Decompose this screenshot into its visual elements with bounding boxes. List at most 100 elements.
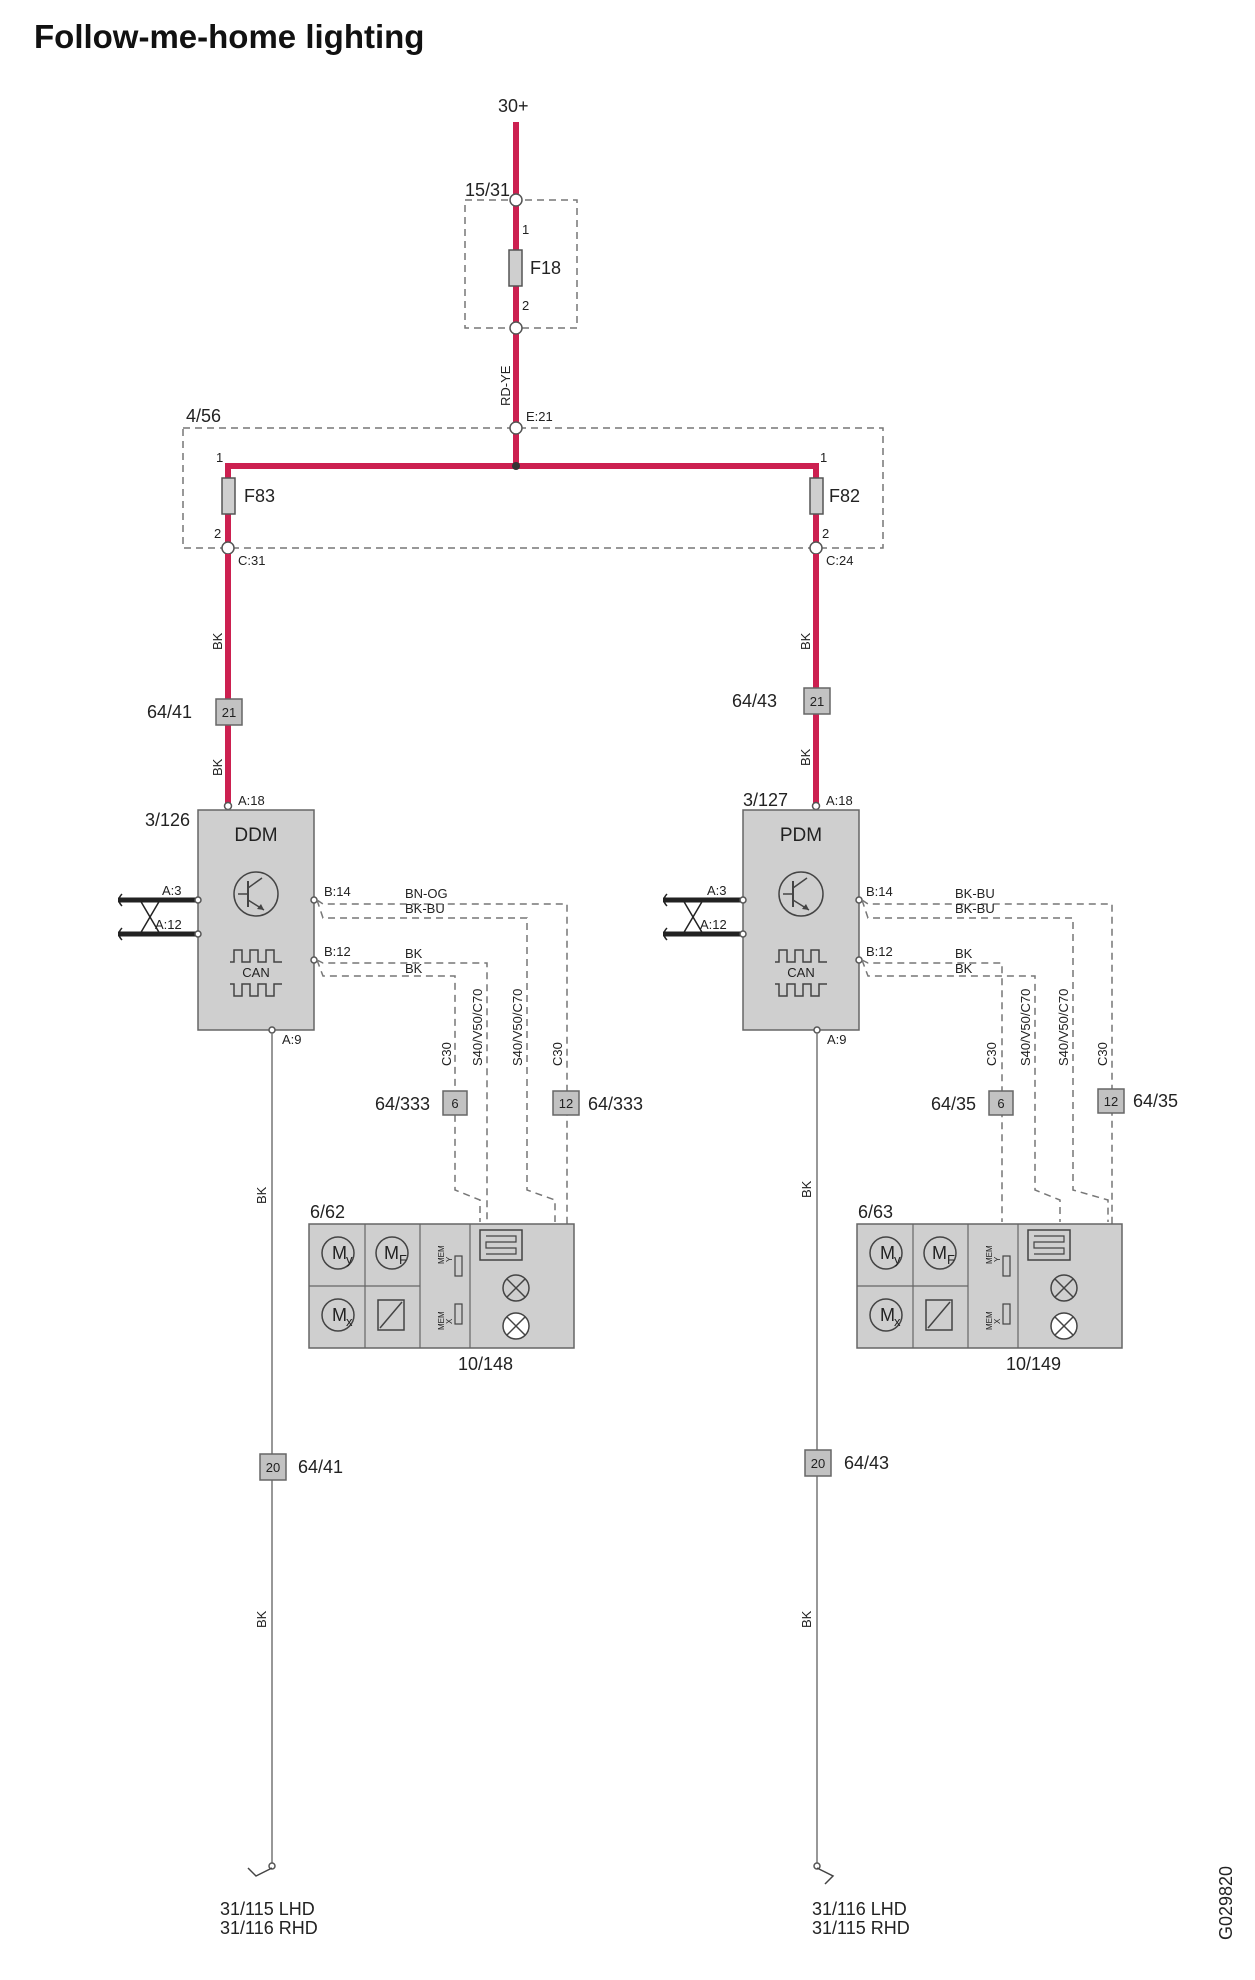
right-splice-21	[803, 687, 831, 715]
right-ground-splice-20	[804, 1449, 832, 1477]
right-motor-f-sub: F	[947, 1252, 955, 1267]
right-wire-w2	[861, 899, 1109, 1222]
right-mirror-dividers	[857, 1224, 1019, 1348]
ddm-pin-a18	[223, 801, 233, 811]
right-motor-y-icon	[869, 1236, 903, 1270]
pin-c24: C:24	[826, 553, 853, 568]
left-ground-color-1: BK	[254, 1186, 269, 1204]
right-variant-1: C30	[984, 1042, 999, 1066]
pdm-pin-b14	[855, 896, 863, 904]
fuse-f82-label: F82	[829, 486, 860, 506]
right-ground-color-2: BK	[799, 1610, 814, 1628]
pdm-pin-a9	[813, 1026, 821, 1034]
right-motor-f-icon	[923, 1236, 957, 1270]
can-signal-icon	[230, 949, 282, 997]
ddm-name: DDM	[234, 825, 277, 846]
fuse-f83-label: F83	[244, 486, 275, 506]
right-connector-6-num: 6	[997, 1096, 1004, 1111]
ddm-pin-a12	[194, 930, 202, 938]
fuse-f83	[221, 477, 236, 515]
right-heater-icon	[1027, 1229, 1071, 1261]
left-connector-12-num: 12	[559, 1096, 573, 1111]
right-wire-w3-label: BK	[955, 946, 973, 961]
right-ground-symbol	[816, 1867, 835, 1885]
f18-pin1: 1	[522, 222, 529, 237]
left-wire-w2	[316, 899, 556, 1222]
pdm-pin-b12	[855, 956, 863, 964]
left-variant-4: C30	[550, 1042, 565, 1066]
right-motor-y-sub: y	[894, 1252, 901, 1267]
left-motor-x-icon	[321, 1298, 355, 1332]
left-wire-color-1: BK	[210, 632, 225, 650]
left-wire-w3-label: BK	[405, 946, 423, 961]
left-mem-label-2: MEM	[437, 1311, 446, 1330]
fuse-f82	[809, 477, 824, 515]
supply-label: 30+	[498, 96, 529, 116]
fuse-box-main-id: 15/31	[465, 180, 510, 200]
left-motor-y-sub: y	[346, 1252, 353, 1267]
f82-pin2: 2	[822, 526, 829, 541]
right-puddle-lamp-icon	[1050, 1274, 1078, 1302]
left-mem-y-potentiometer-icon	[454, 1255, 463, 1277]
left-ground-label-1: 31/115 LHD	[220, 1899, 315, 1919]
left-connector-12-id: 64/333	[588, 1094, 643, 1114]
pdm-id: 3/127	[743, 790, 788, 810]
right-mem-x-potentiometer-icon	[1002, 1303, 1011, 1325]
left-motor-f-sub: F	[399, 1252, 407, 1267]
feed-wire-color: RD-YE	[498, 365, 513, 406]
left-mirror-dividers	[309, 1224, 471, 1348]
left-mem-label-1: MEM	[437, 1245, 446, 1264]
fuse-box-4-56-input	[509, 421, 523, 435]
right-splice-num: 21	[810, 694, 824, 709]
fuse-box-4-56-out-right	[809, 541, 823, 555]
right-variant-3: S40/V50/C70	[1056, 989, 1071, 1066]
left-approach-lamp-icon	[502, 1312, 530, 1340]
right-connector-12-id: 64/35	[1133, 1091, 1178, 1111]
right-connector-12	[1097, 1088, 1125, 1114]
left-ground-symbol	[247, 1867, 273, 1877]
fuse-box-main-terminal-bottom	[509, 321, 523, 335]
ddm-pin-a9-label: A:9	[282, 1032, 302, 1047]
right-motor-f-label: M	[932, 1243, 947, 1263]
right-ground-label-2: 31/115 RHD	[812, 1918, 910, 1938]
pdm-pin-a12-label: A:12	[700, 917, 727, 932]
ddm-id: 3/126	[145, 810, 190, 830]
pdm-pin-b12-label: B:12	[866, 944, 893, 959]
right-ground-point	[813, 1862, 821, 1870]
left-motor-y-label: M	[332, 1243, 347, 1263]
pdm-pin-a18	[811, 801, 821, 811]
left-ground-label-2: 31/116 RHD	[220, 1918, 318, 1938]
right-mirror-housing: 10/149	[1006, 1354, 1061, 1374]
power-bus	[225, 463, 819, 548]
right-approach-lamp-icon	[1050, 1312, 1078, 1340]
pin-e21: E:21	[526, 409, 553, 424]
ddm-can-label: CAN	[242, 965, 269, 980]
ddm-pin-b14-label: B:14	[324, 884, 351, 899]
left-wire-color-2: BK	[210, 758, 225, 776]
left-motor-y-icon	[321, 1236, 355, 1270]
left-wire-w1	[316, 899, 568, 1224]
right-mem-y-potentiometer-icon	[1002, 1255, 1011, 1277]
left-mirror-housing: 10/148	[458, 1354, 513, 1374]
right-wire-w4-label: BK	[955, 961, 973, 976]
can-signal-icon	[775, 949, 827, 997]
pdm-can-label: CAN	[787, 965, 814, 980]
right-motor-x-sub: x	[894, 1314, 901, 1329]
left-ground-splice-num: 20	[266, 1460, 280, 1475]
ddm-pin-a9	[268, 1026, 276, 1034]
right-wire-color-2: BK	[798, 748, 813, 766]
right-motor-x-label: M	[880, 1305, 895, 1325]
pdm-pin-a3-label: A:3	[707, 883, 727, 898]
fuse-f18-label: F18	[530, 258, 561, 278]
ddm-module	[197, 809, 315, 1031]
transistor-icon	[233, 871, 279, 917]
bus-junction	[512, 462, 520, 470]
left-variant-3: S40/V50/C70	[510, 989, 525, 1066]
ddm-pin-b14	[310, 896, 318, 904]
left-temperature-sensor-icon	[377, 1299, 405, 1331]
right-wire-w1	[861, 899, 1113, 1224]
left-connector-6	[442, 1090, 468, 1116]
ddm-pin-b12-label: B:12	[324, 944, 351, 959]
right-splice-id: 64/43	[732, 691, 777, 711]
right-wire-w4	[861, 959, 1061, 1222]
